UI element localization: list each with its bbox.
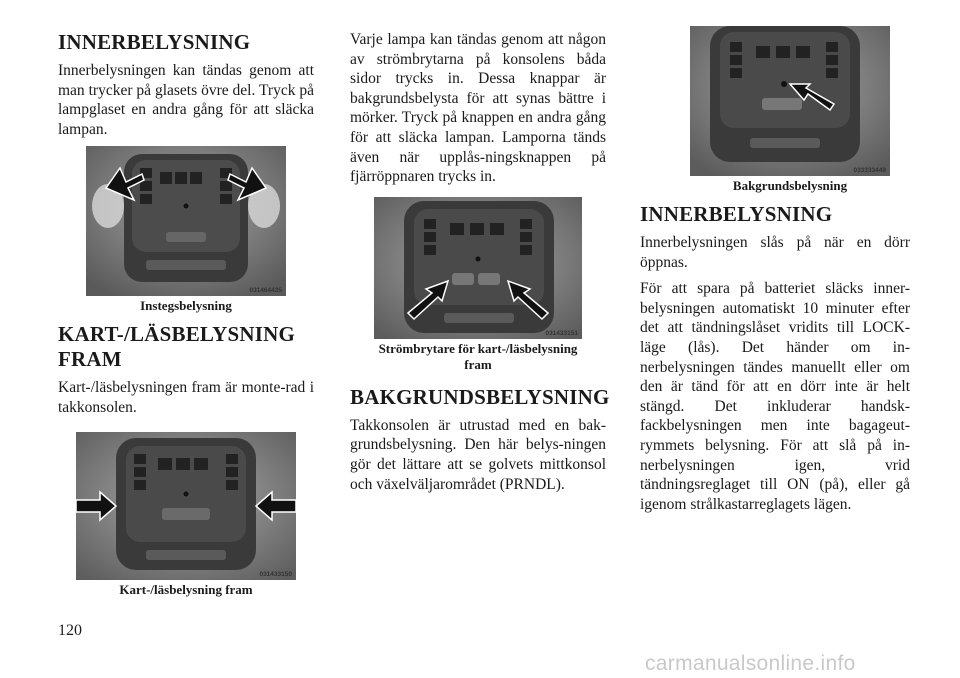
heading-innerbelysning: INNERBELYSNING — [58, 30, 251, 54]
column-1: INNERBELYSNING Innerbelysningen kan tänd… — [58, 30, 314, 606]
figure-kart-lasbelysning: 031433150 — [76, 431, 296, 580]
overhead-console-illustration — [76, 431, 296, 580]
heading-line: FRAM — [58, 347, 122, 372]
column-3: 033333449 Bakgrundsbelysning INNERBELYSN… — [640, 26, 910, 521]
watermark: carmanualsonline.info — [645, 652, 856, 675]
figure-bakgrundsbelysning: 033333449 — [690, 26, 890, 176]
overhead-console-illustration — [86, 146, 286, 297]
caption-line: Strömbrytare för kart-/läsbelysning — [378, 340, 578, 356]
arrow-icon — [406, 279, 450, 320]
figure-code: 031464435 — [249, 287, 282, 295]
column-2: Varje lampa kan tändas genom att någon a… — [350, 30, 610, 501]
arrow-icon — [76, 489, 118, 522]
arrow-icon — [506, 279, 550, 320]
figure-caption: Instegsbelysning — [140, 298, 232, 314]
figure-code: 031433150 — [259, 570, 292, 578]
paragraph-innerbelysning-door: Innerbelysningen slås på när en dörr öpp… — [640, 234, 910, 271]
paragraph-bakgrundsbelysning: Takkonsolen är utrustad med en bak-grund… — [350, 416, 606, 493]
figure-code: 031433151 — [545, 329, 578, 337]
overhead-console-illustration — [374, 196, 582, 339]
arrow-icon — [254, 489, 296, 522]
figure-instegsbelysning: 031464435 — [86, 146, 286, 297]
heading-kart-lasbelysning: KART-/LÄSBELYSNING FRAM — [58, 322, 314, 372]
figure-strombrytare: 031433151 — [374, 196, 582, 339]
heading-innerbelysning-2: INNERBELYSNING — [640, 202, 833, 226]
figure-code: 033333449 — [853, 167, 886, 174]
caption-line: fram — [464, 356, 492, 372]
paragraph-strombrytare: Varje lampa kan tändas genom att någon a… — [350, 31, 606, 186]
arrow-icon — [104, 166, 145, 202]
heading-bakgrundsbelysning: BAKGRUNDSBELYSNING — [350, 384, 610, 409]
arrow-icon — [788, 83, 836, 112]
arrow-icon — [227, 166, 268, 202]
paragraph-innerbelysning-battery: För att spara på batteriet släcks inner-… — [640, 280, 910, 513]
paragraph-innerbelysning: Innerbelysningen kan tändas genom att ma… — [58, 62, 314, 138]
overhead-console-illustration — [690, 26, 890, 176]
figure-caption: Bakgrundsbelysning — [732, 178, 848, 193]
figure-caption: Kart-/läsbelysning fram — [119, 581, 253, 597]
page-number: 120 — [58, 622, 82, 639]
figure-caption: Strömbrytare för kart-/läsbelysning fram — [350, 341, 606, 373]
paragraph-kart-lasbelysning: Kart-/läsbelysningen fram är monte-rad i… — [58, 379, 314, 416]
heading-line: KART-/LÄSBELYSNING — [58, 322, 296, 347]
